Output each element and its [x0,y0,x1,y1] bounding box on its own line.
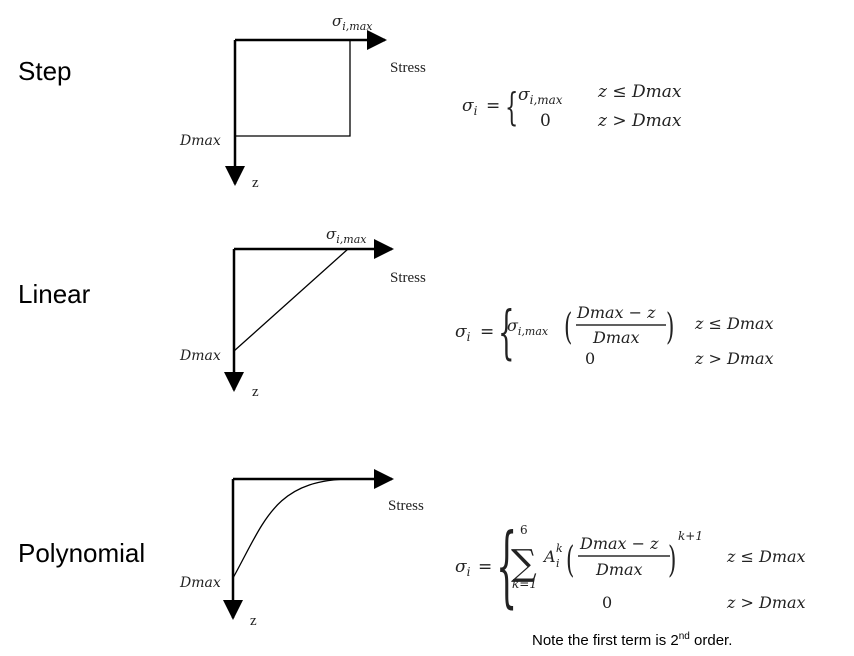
footnote-superscript: nd [679,631,690,642]
fraction-denominator: Dmax [595,560,643,579]
formula-lhs: σi [455,557,471,579]
z-axis-label: z [252,384,259,400]
case1-condition: z ≤ Dmax [726,547,806,566]
case2-condition: z > Dmax [694,349,774,368]
stress-axis-label: Stress [388,498,424,514]
polynomial-plot: Stress Dmax z [179,469,424,629]
stress-axis-label: Stress [390,270,426,286]
footnote-suffix: order. [690,632,733,649]
step-plot: σi,max Stress Dmax z [179,12,426,191]
formula-lhs: σi [455,322,471,344]
sum-lower-limit: k=1 [512,577,537,591]
stress-axis-label: Stress [390,60,426,76]
case1-condition: z ≤ Dmax [694,314,774,333]
left-brace: { [505,87,518,130]
z-axis-label: z [250,613,257,629]
case2-value: 0 [585,349,595,368]
summation-sign: ∑ [511,543,537,584]
exponent: k+1 [678,529,703,543]
case2-value: 0 [602,593,612,612]
equals-sign: = [486,96,500,116]
coefficient-a: A [542,547,556,566]
linear-profile-line [233,248,349,352]
right-paren: ) [668,538,676,580]
right-paren: ) [666,305,674,347]
step-row: Step σi,max Stress Dmax z σi = { σi,max … [18,12,682,191]
polynomial-row: Polynomial Stress Dmax z σi = { 6 ∑ k=1 … [18,469,806,629]
step-formula: σi = { σi,max z ≤ Dmax 0 z > Dmax [462,82,682,131]
case1-value: σi,max [518,85,563,107]
fraction-numerator: Dmax − z [579,534,659,553]
linear-formula: σi = { σi,max ( Dmax − z Dmax ) z ≤ Dmax… [455,298,774,368]
left-paren: ( [564,305,572,347]
sigma-max-label: σi,max [332,12,373,33]
case2-value: 0 [540,111,551,131]
dmax-label: Dmax [179,348,221,364]
polynomial-label: Polynomial [18,538,145,568]
linear-plot: σi,max Stress Dmax z [179,225,426,400]
formula-lhs: σi [462,96,478,118]
coefficient-subscript: i [556,557,560,570]
polynomial-formula: σi = { 6 ∑ k=1 A k i ( Dmax − z Dmax ) k… [455,514,806,617]
dmax-label: Dmax [179,133,221,149]
fraction-denominator: Dmax [592,328,640,347]
case1-condition: z ≤ Dmax [597,82,682,102]
fraction-numerator: Dmax − z [576,303,656,322]
sigma-max-label: σi,max [326,225,367,246]
step-label: Step [18,56,72,86]
equals-sign: = [480,322,494,342]
coefficient-superscript: k [556,542,563,555]
dmax-label: Dmax [179,575,221,591]
polynomial-profile-curve [232,478,351,579]
sum-upper-limit: 6 [520,523,528,537]
footnote-prefix: Note the first term is 2 [532,632,679,649]
case2-condition: z > Dmax [726,593,806,612]
linear-label: Linear [18,279,91,309]
footnote: Note the first term is 2nd order. [532,631,732,649]
case2-condition: z > Dmax [597,111,682,131]
step-profile-line [235,40,351,137]
left-brace: { [496,514,517,617]
case1-coefficient: σi,max [507,316,549,338]
left-paren: ( [566,538,574,580]
left-brace: { [498,298,515,366]
equals-sign: = [478,557,492,577]
z-axis-label: z [252,175,259,191]
linear-row: Linear σi,max Stress Dmax z σi = { σi,ma… [18,225,774,400]
